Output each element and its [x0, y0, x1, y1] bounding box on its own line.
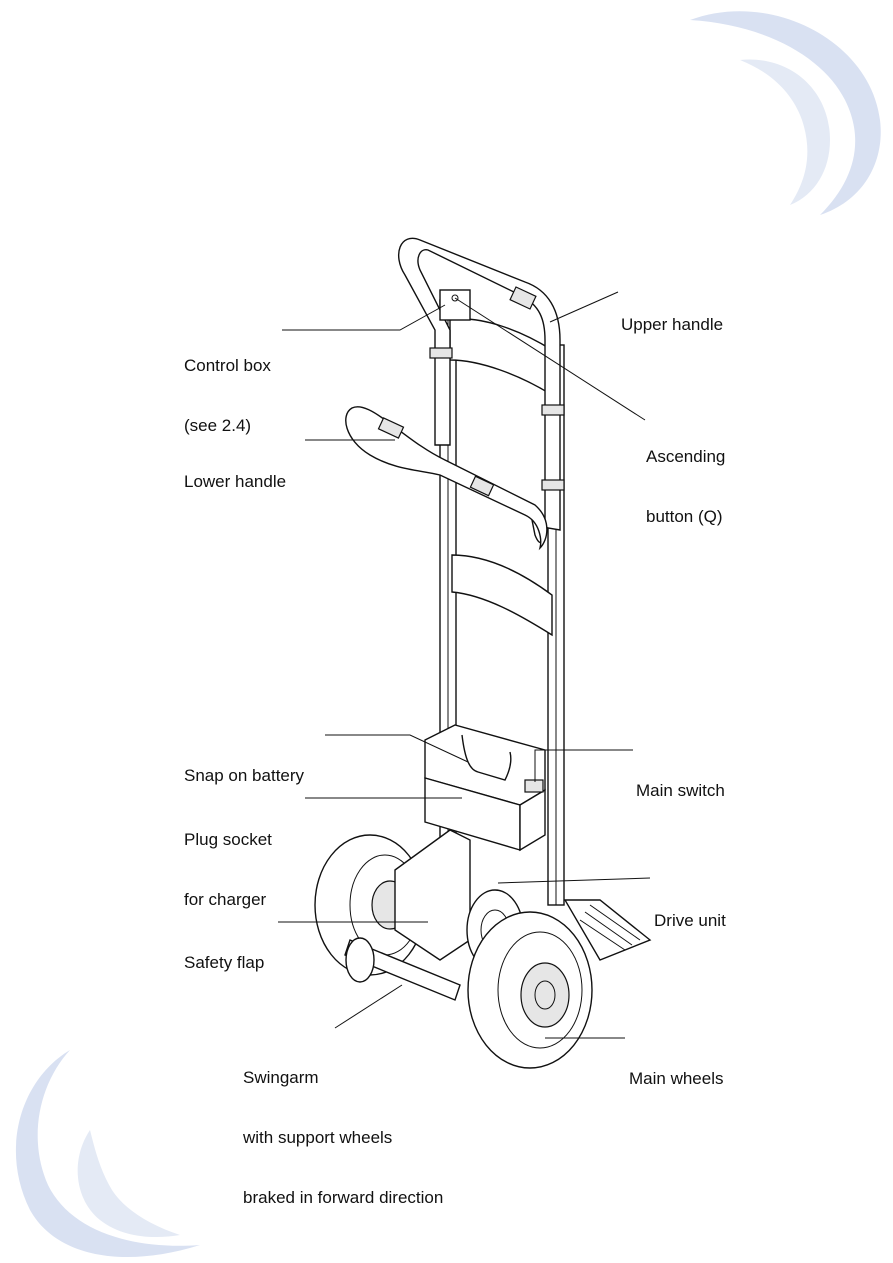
- label-main-switch: Main switch: [636, 781, 725, 800]
- label-snap-on-battery: Snap on battery: [184, 766, 305, 785]
- label-lower-handle: Lower handle: [184, 472, 287, 491]
- decorative-swoosh-bottom-left: [15, 1050, 200, 1258]
- swoosh-shape: [77, 1130, 180, 1238]
- swingarm: [344, 937, 461, 1001]
- label-ascending-button: Ascending button (Q): [646, 447, 726, 526]
- label-safety-flap: Safety flap: [184, 953, 265, 972]
- lower-handle: [345, 406, 548, 551]
- motor-housing: [424, 777, 546, 852]
- label-main-wheels: Main wheels: [629, 1069, 724, 1088]
- label-upper-handle: Upper handle: [621, 315, 724, 334]
- label-drive-unit: Drive unit: [654, 911, 726, 930]
- upper-handle: [397, 237, 565, 544]
- foot-plate: [563, 899, 652, 961]
- leader-lines: [278, 291, 651, 1039]
- right-main-wheel: [467, 911, 593, 1069]
- swoosh-shape: [740, 59, 830, 205]
- label-control-box: Control box (see 2.4): [184, 356, 271, 435]
- label-plug-socket: Plug socket for charger: [184, 830, 272, 909]
- decorative-swoosh-top-right: [690, 11, 881, 216]
- label-swingarm: Swingarm with support wheels braked in f…: [243, 1068, 444, 1207]
- swoosh-shape: [690, 11, 881, 216]
